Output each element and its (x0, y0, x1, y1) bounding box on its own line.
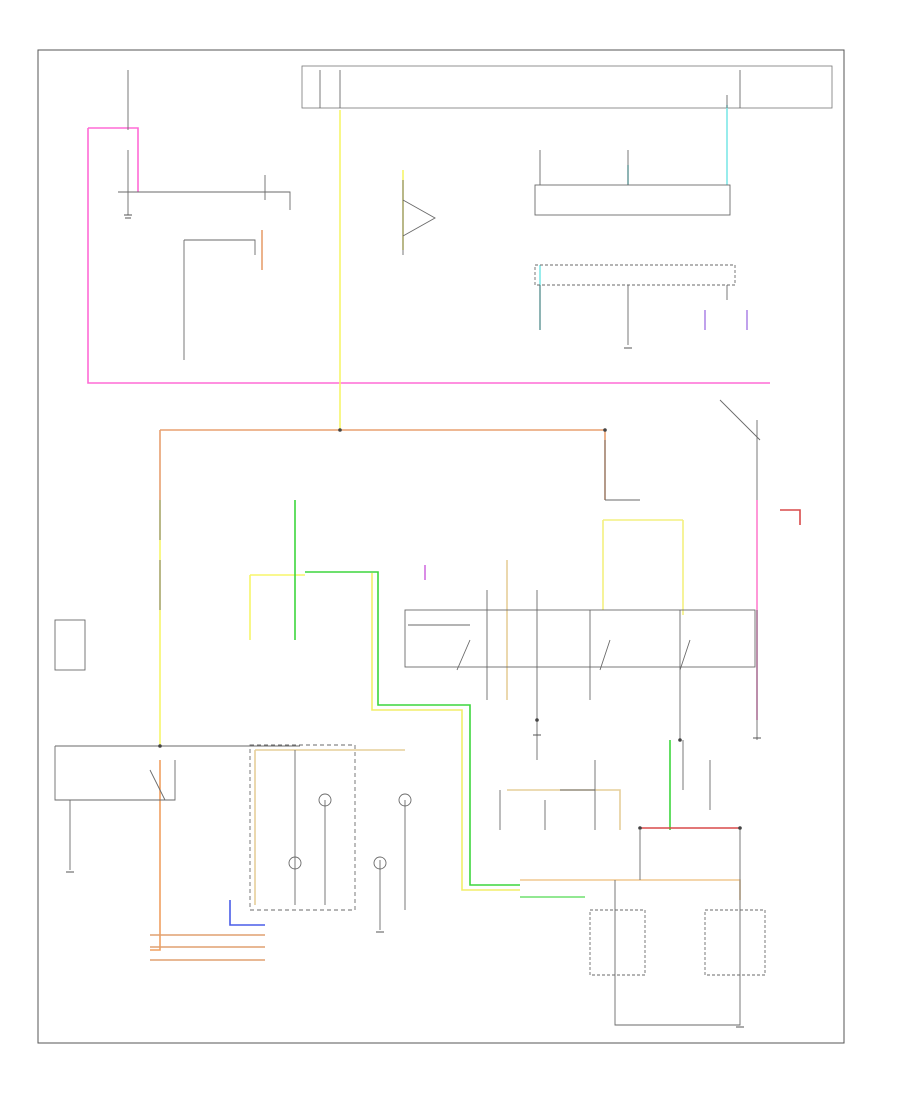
splice-points (158, 428, 742, 830)
wire-red-small (780, 509, 801, 525)
wire-cyan (539, 105, 728, 330)
wire-blue (229, 900, 265, 926)
wire-orange-bus (150, 934, 265, 961)
splice-dot (603, 428, 607, 432)
wire-pink (87, 127, 770, 384)
wire-yellow-main (159, 110, 341, 746)
wire-yellow-lower (249, 574, 305, 640)
ground-symbol (124, 214, 132, 219)
wire-tan (254, 560, 621, 905)
wire-purple (704, 310, 748, 330)
wire-orange-left (150, 760, 161, 951)
ground-symbols (66, 214, 761, 1028)
colored-wires (87, 105, 801, 961)
splice-dot (158, 744, 162, 748)
splice-dot (638, 826, 642, 830)
wire-orange-top (159, 429, 606, 500)
wire-green (294, 500, 520, 886)
splice-dot (338, 428, 342, 432)
splice-dot (678, 738, 682, 742)
wire-yellow-right (602, 519, 684, 615)
splice-dot (535, 718, 539, 722)
wire-yellow-long (371, 573, 520, 891)
gray-wiring (54, 70, 766, 1026)
splice-dot (738, 826, 742, 830)
diagram-frame (37, 49, 845, 1044)
fuse-panel-box (301, 65, 833, 109)
